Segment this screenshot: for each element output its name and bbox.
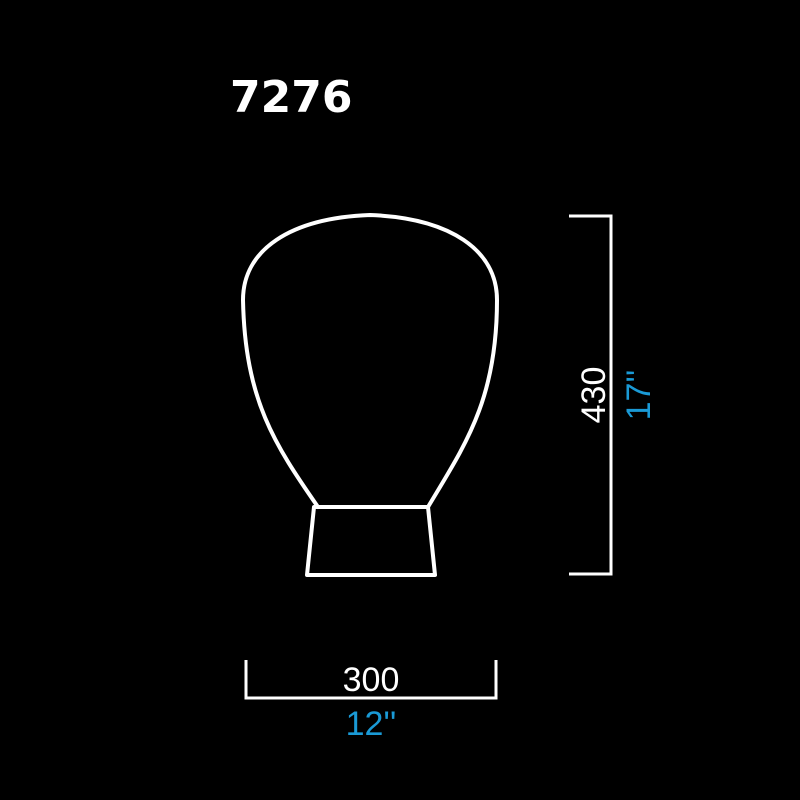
width-mm-label: 300: [343, 661, 400, 699]
model-number: 7276: [230, 72, 352, 123]
lamp-base-outline: [305, 505, 437, 577]
height-mm-label: 430: [575, 367, 613, 424]
height-dimension-bracket: [569, 214, 613, 576]
width-inches-label: 12'': [346, 705, 397, 743]
lamp-shade-outline: [241, 213, 499, 509]
width-dimension-bracket: [244, 660, 498, 700]
height-inches-label: 17'': [620, 370, 658, 421]
